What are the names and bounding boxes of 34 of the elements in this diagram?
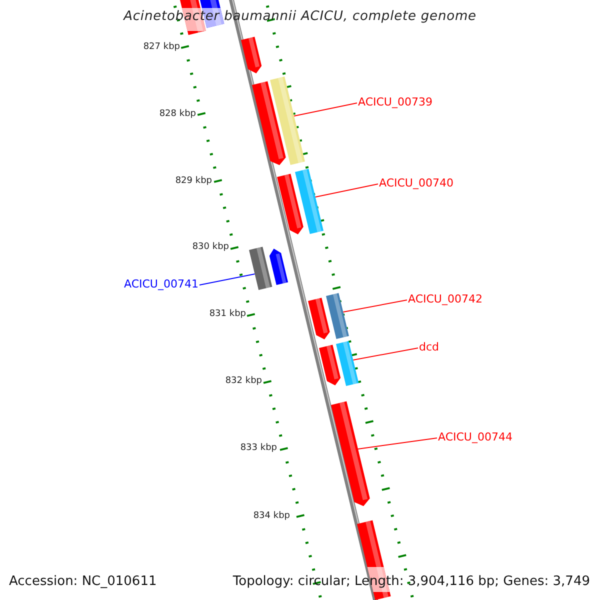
gene-bar — [336, 340, 359, 386]
leader-line — [342, 300, 408, 312]
gene-bar — [252, 81, 286, 166]
leader-line — [294, 102, 358, 116]
scale-label: 827 kbp — [143, 42, 180, 52]
gene-bar — [308, 298, 330, 340]
scale-label: 829 kbp — [175, 176, 212, 186]
gene-bar — [295, 168, 324, 234]
genome-summary: Topology: circular; Length: 3,904,116 bp; Genes: 3,749 — [232, 574, 591, 589]
scale-label: 828 kbp — [159, 109, 196, 119]
gene-label: dcd — [419, 340, 440, 354]
leader-line — [358, 438, 438, 450]
gene-bar — [270, 76, 305, 165]
gene-label: ACICU_00739 — [358, 96, 432, 108]
gene-bar — [249, 246, 272, 290]
gene-label: ACICU_00744 — [438, 430, 512, 444]
gene-bar — [269, 248, 288, 285]
scale-label: 834 kbp — [253, 511, 290, 521]
gene-label: ACICU_00742 — [408, 292, 482, 306]
leader-line — [352, 348, 418, 360]
gene-bar — [331, 401, 370, 506]
leader-line — [198, 274, 256, 286]
gene-label: ACICU_00741 — [124, 278, 198, 290]
gene-bar — [319, 344, 341, 386]
gene-bar — [277, 174, 304, 234]
scale-label: 832 kbp — [225, 376, 262, 386]
gene-label: ACICU_00740 — [379, 176, 454, 190]
accession-text: Accession: NC_010611 — [8, 574, 158, 589]
scale-label: 830 kbp — [192, 242, 229, 252]
scale-label: 831 kbp — [209, 309, 246, 319]
gene-bar — [241, 36, 262, 74]
leader-line — [314, 184, 378, 198]
gene-bar — [326, 292, 349, 339]
scale-label: 833 kbp — [240, 443, 277, 453]
